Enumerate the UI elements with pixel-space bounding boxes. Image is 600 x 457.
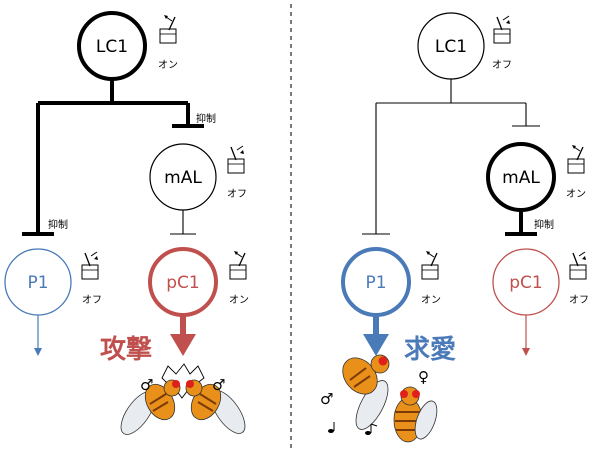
courting-flies-illustration (328, 354, 438, 443)
left-inhibit-label-mal: 抑制 (196, 112, 216, 125)
left-mal-switch-label: オフ (227, 188, 247, 200)
right-p1-output-arrow (363, 334, 389, 356)
left-panel: LC1 オン 抑制 抑制 mAL オフ (4, 11, 249, 435)
right-pc1-output-arrow (522, 348, 530, 356)
right-lc1-label: LC1 (435, 37, 467, 57)
right-p1-switch-label: オン (421, 294, 441, 306)
right-pc1-switch-icon (569, 251, 587, 280)
left-male-symbol-1: ♂ (140, 376, 153, 394)
left-p1-output-arrow (34, 348, 42, 356)
right-p1-switch-icon (421, 251, 439, 280)
fighting-flies-illustration (120, 363, 246, 435)
music-notes-icon (328, 422, 378, 435)
right-p1-label: P1 (365, 273, 386, 293)
right-female-symbol: ♀ (418, 368, 429, 386)
right-mal-switch-icon (567, 145, 585, 174)
right-panel: LC1 オフ mAL オン 抑制 (320, 12, 589, 443)
left-mal-label: mAL (164, 168, 202, 188)
left-lc1-label: LC1 (96, 37, 128, 57)
right-lc1-switch-icon (493, 15, 511, 44)
left-inhibit-label-p1: 抑制 (48, 218, 68, 231)
left-pc1-switch-icon (229, 251, 247, 280)
right-pc1-switch-label: オフ (569, 294, 589, 306)
left-p1-switch-label: オフ (82, 294, 102, 306)
right-lc1-switch-label: オフ (492, 59, 512, 71)
right-mal-label: mAL (502, 168, 540, 188)
left-pc1-switch-label: オン (229, 294, 249, 306)
right-inhibit-label-pc1: 抑制 (534, 218, 554, 231)
right-pc1-label: pC1 (509, 273, 542, 293)
left-male-symbol-2: ♂ (212, 376, 225, 394)
right-behavior-label: 求愛 (404, 335, 456, 365)
left-p1-label: P1 (27, 273, 48, 293)
right-mal-switch-label: オン (566, 188, 586, 200)
left-mal-switch-icon (227, 145, 245, 174)
left-p1-switch-icon (81, 251, 99, 280)
left-pc1-label: pC1 (166, 273, 199, 293)
right-male-symbol: ♂ (320, 390, 333, 408)
left-lc1-switch-label: オン (158, 59, 178, 71)
left-pc1-output-arrow (170, 334, 196, 356)
left-lc1-switch-icon (159, 15, 177, 44)
left-behavior-label: 攻撃 (100, 335, 152, 365)
